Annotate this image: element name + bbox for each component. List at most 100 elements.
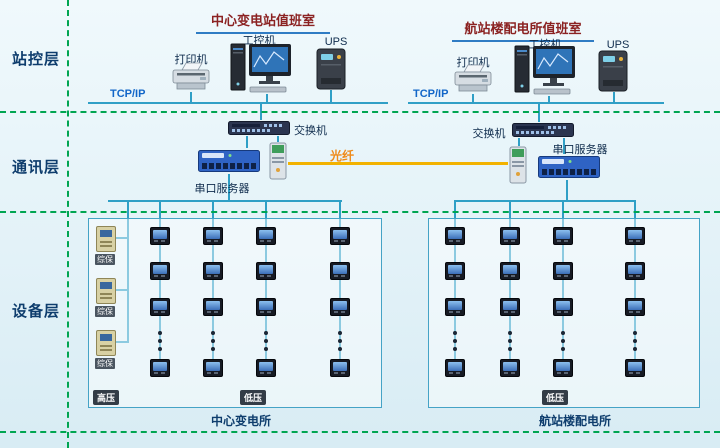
network-wire xyxy=(566,180,568,202)
power-meter-icon xyxy=(256,298,276,316)
power-meter-icon xyxy=(553,262,573,280)
network-wire xyxy=(509,202,511,368)
meter-display xyxy=(153,230,167,239)
network-wire xyxy=(159,202,161,368)
power-meter-icon xyxy=(445,298,465,316)
meter-buttons xyxy=(260,240,264,242)
power-meter-icon xyxy=(330,227,350,245)
meter-buttons xyxy=(207,275,211,277)
layer-divider-station-comm xyxy=(0,111,720,113)
meter-display xyxy=(503,362,517,371)
lv-section-label-right: 低压 xyxy=(542,390,569,405)
meter-display xyxy=(333,362,347,371)
power-meter-icon xyxy=(256,262,276,280)
network-wire xyxy=(88,102,388,104)
relay-terminals xyxy=(100,241,112,243)
meter-buttons xyxy=(154,240,158,242)
power-meter-icon xyxy=(445,262,465,280)
meter-display xyxy=(153,301,167,310)
meter-buttons xyxy=(504,240,508,242)
meter-display xyxy=(448,362,462,371)
meter-display xyxy=(628,230,642,239)
meter-buttons xyxy=(557,240,561,242)
meter-buttons xyxy=(334,311,338,313)
meter-buttons xyxy=(260,275,264,277)
meter-display xyxy=(503,301,517,310)
serial-server-icon xyxy=(538,154,600,180)
right-ups-label: UPS xyxy=(606,39,630,51)
relay-terminals xyxy=(100,345,112,347)
power-meter-icon xyxy=(330,359,350,377)
meter-buttons xyxy=(207,372,211,374)
meter-buttons xyxy=(449,275,453,277)
right-serial-label: 串口服务器 xyxy=(552,144,608,156)
serial-server-icon xyxy=(198,148,260,174)
lv-section-label-left: 低压 xyxy=(240,390,267,405)
protection-relay-icon xyxy=(96,226,116,252)
ellipsis-dot xyxy=(211,331,215,335)
ellipsis-dot xyxy=(338,331,342,335)
network-wire xyxy=(228,174,230,202)
meter-buttons xyxy=(154,275,158,277)
network-wire xyxy=(116,289,128,291)
meter-display xyxy=(448,301,462,310)
meter-display xyxy=(556,265,570,274)
hv-section-label: 高压 xyxy=(93,390,120,405)
layer-divider-bottom xyxy=(0,431,720,433)
ellipsis-dot xyxy=(508,331,512,335)
left-tcpip-label: TCP/IP xyxy=(110,88,146,100)
ellipsis-dot xyxy=(561,347,565,351)
relay-display xyxy=(100,282,112,289)
protection-relay-label: 综保 xyxy=(95,254,115,265)
protection-relay-label: 综保 xyxy=(95,306,115,317)
meter-buttons xyxy=(260,372,264,374)
network-wire xyxy=(562,202,564,368)
meter-display xyxy=(333,230,347,239)
ellipsis-dot xyxy=(561,331,565,335)
power-meter-icon xyxy=(256,359,276,377)
meter-buttons xyxy=(449,240,453,242)
power-meter-icon xyxy=(500,262,520,280)
power-meter-icon xyxy=(150,359,170,377)
network-wire xyxy=(548,96,550,102)
network-wire xyxy=(454,202,456,368)
meter-display xyxy=(153,362,167,371)
fiber-converter-icon xyxy=(268,142,288,180)
power-meter-icon xyxy=(625,262,645,280)
power-meter-icon xyxy=(625,359,645,377)
meter-display xyxy=(503,230,517,239)
meter-display xyxy=(628,362,642,371)
ellipsis-dot xyxy=(561,339,565,343)
layer-divider-comm-device xyxy=(0,211,720,213)
network-wire xyxy=(454,200,636,202)
meter-buttons xyxy=(334,275,338,277)
network-wire xyxy=(116,237,128,239)
layer-divider-vertical xyxy=(67,0,69,448)
power-meter-icon xyxy=(203,298,223,316)
meter-buttons xyxy=(629,311,633,313)
network-wire xyxy=(408,102,664,104)
ellipsis-dot xyxy=(508,339,512,343)
ellipsis-dot xyxy=(633,347,637,351)
ellipsis-dot xyxy=(508,347,512,351)
meter-display xyxy=(206,265,220,274)
left-substation-caption: 中心变电所 xyxy=(210,414,271,428)
network-wire xyxy=(212,202,214,368)
meter-display xyxy=(448,265,462,274)
meter-buttons xyxy=(557,275,561,277)
power-meter-icon xyxy=(150,227,170,245)
network-wire xyxy=(190,92,192,102)
meter-display xyxy=(448,230,462,239)
left-switch-label: 交换机 xyxy=(294,125,327,137)
network-wire xyxy=(518,138,520,146)
network-wire xyxy=(563,138,565,154)
ellipsis-dot xyxy=(264,331,268,335)
relay-display xyxy=(100,230,112,237)
power-meter-icon xyxy=(150,262,170,280)
layer-label-comm: 通讯层 xyxy=(11,159,60,176)
right-substation-caption: 航站楼配电所 xyxy=(538,414,611,428)
meter-display xyxy=(556,362,570,371)
meter-display xyxy=(259,265,273,274)
meter-display xyxy=(206,301,220,310)
